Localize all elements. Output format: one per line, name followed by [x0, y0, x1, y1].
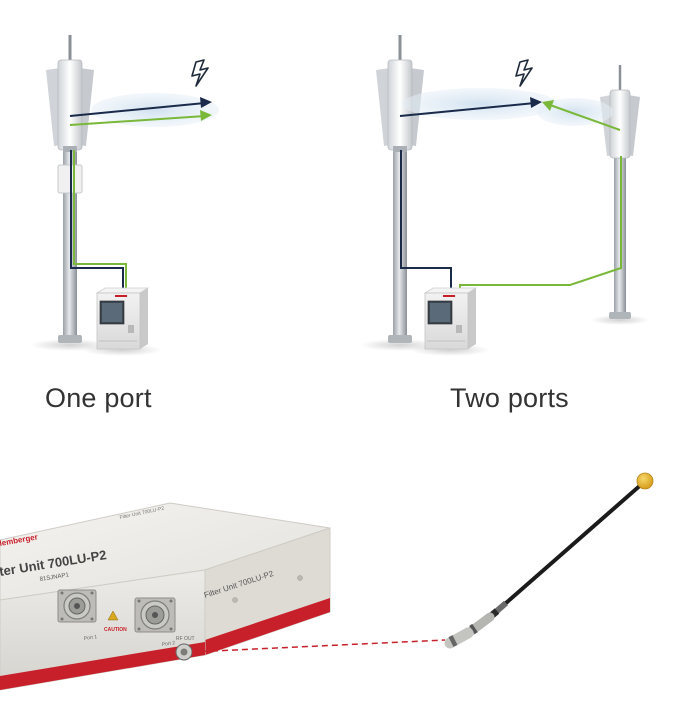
- signal-arrows: [69, 97, 212, 126]
- analyzer-box: [423, 287, 478, 350]
- port2-label: Port 2: [161, 640, 175, 648]
- antenna-a: [376, 59, 424, 152]
- rf-out-port[interactable]: [175, 643, 193, 661]
- port1-connector[interactable]: [57, 589, 97, 623]
- one-port-caption: One port: [45, 383, 152, 413]
- two-ports-scene: [360, 35, 650, 356]
- port1-label: Port 1: [83, 634, 97, 642]
- port2-connector[interactable]: [134, 597, 176, 633]
- signal-arrows: [399, 97, 621, 131]
- antenna: [46, 59, 94, 152]
- screw-icon: [297, 575, 303, 581]
- analyzer-box: [95, 287, 150, 350]
- lightning-icon: [191, 59, 209, 87]
- rf-out-label: RF OUT: [176, 636, 195, 642]
- lightning-icon: [515, 59, 533, 87]
- serial-text: 81SJNAP1: [39, 572, 70, 583]
- one-port-scene: [30, 35, 219, 356]
- cables: [70, 150, 127, 290]
- signal-beam: [537, 98, 613, 126]
- two-ports-caption: Two ports: [450, 383, 569, 413]
- pole-shadow: [590, 315, 650, 325]
- probe: [444, 472, 654, 649]
- signal-beam: [91, 93, 219, 127]
- connection-line: [191, 639, 446, 653]
- warning-icon: [107, 610, 119, 621]
- cables: [400, 150, 622, 290]
- caution-label: CAUTION: [104, 627, 127, 633]
- screw-icon: [232, 597, 238, 603]
- filter-unit-device: lemberger ter Unit 700LU-P2 81SJNAP1 Fil…: [0, 502, 331, 691]
- probe-tip: [636, 472, 654, 490]
